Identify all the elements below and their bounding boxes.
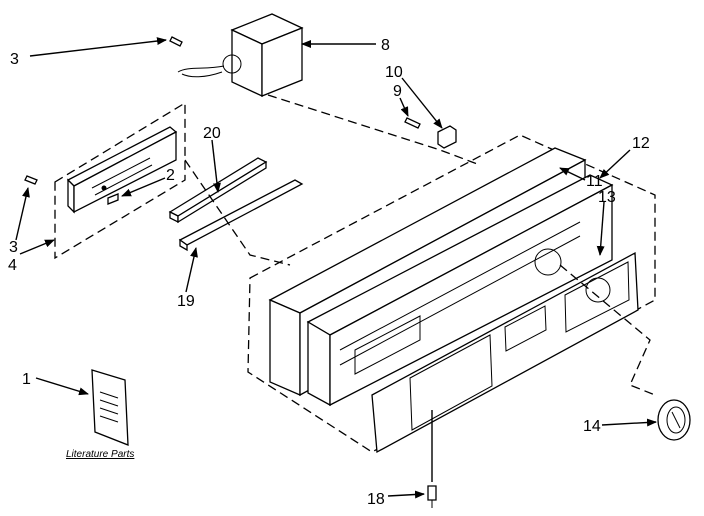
callout-3-top: 3 (10, 51, 19, 68)
callout-10: 10 (385, 64, 403, 81)
screw-3-top (169, 36, 183, 47)
bracket-strip-lower (178, 179, 304, 252)
callout-14: 14 (583, 418, 601, 435)
callout-11: 11 (586, 173, 603, 190)
screw-9 (404, 117, 421, 129)
switch-bracket (437, 125, 457, 149)
control-knob (657, 399, 691, 441)
inner-control-panel (306, 174, 614, 407)
callout-18: 18 (367, 491, 385, 508)
callout-19: 19 (177, 293, 195, 310)
literature-booklet (91, 369, 129, 446)
callout-9: 9 (393, 83, 402, 100)
callout-13: 13 (598, 189, 616, 206)
console-assembly-boundary (247, 134, 656, 453)
literature-parts-caption: Literature Parts (66, 449, 134, 460)
callout-4: 4 (8, 257, 17, 274)
timer-motor (177, 13, 304, 98)
control-board-assembly (54, 101, 186, 260)
screw-3-left (24, 175, 38, 185)
callout-8: 8 (381, 37, 390, 54)
callout-12: 12 (632, 135, 650, 152)
callout-1: 1 (22, 371, 31, 388)
callout-2: 2 (166, 167, 175, 184)
callout-20: 20 (203, 125, 221, 142)
callout-3-left: 3 (9, 239, 18, 256)
screw-18 (427, 485, 437, 508)
lower-trim-panel (371, 251, 639, 454)
